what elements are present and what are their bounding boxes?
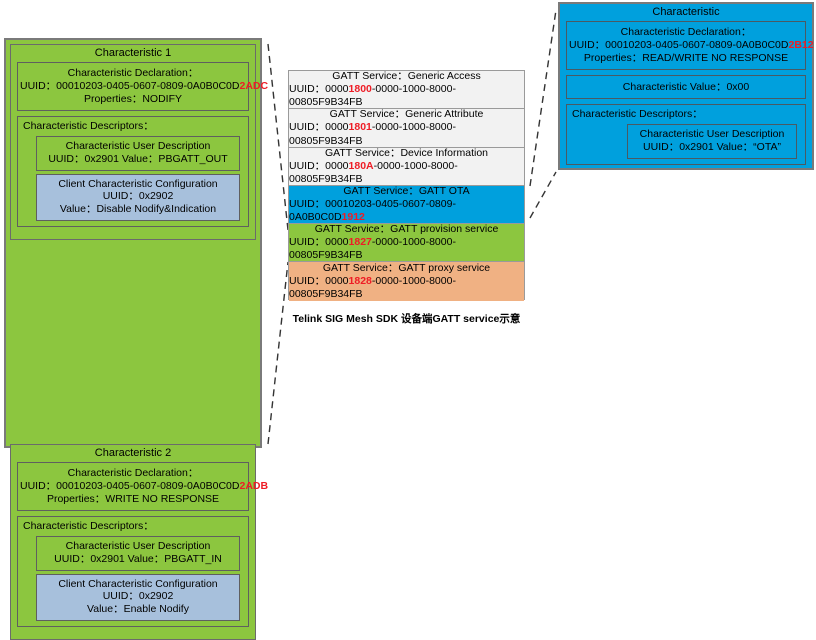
characteristic-1-client-config: Client Characteristic Configuration UUID… [36,173,240,222]
declaration-uuid: UUID：00010203-0405-0607-0809-0A0B0C0D2AD… [20,479,269,492]
user-description-uuid-value: UUID：0x2901 Value：PBGATT_IN [54,552,222,565]
uuid-suffix: -0000-1000-8000-00805F9B34FB [289,159,458,185]
characteristic-2-descriptors: Characteristic Descriptors： Characterist… [17,516,249,628]
characteristic-2-title: Characteristic 2 [94,447,172,459]
descriptors-label: Characteristic Descriptors： [23,520,154,533]
declaration-heading: Characteristic Declaration： [620,26,752,38]
descriptors-label: Characteristic Descriptors： [23,120,154,133]
client-config-title: Client Characteristic Configuration [58,177,218,190]
service-uuid: UUID：0000180A-0000-1000-8000-00805F9B34F… [289,160,524,186]
uuid-prefix: UUID：0000 [289,159,349,172]
user-description-title: Characteristic User Description [65,540,211,553]
service-uuid: UUID：00001801-0000-1000-8000-00805F9B34F… [289,121,524,147]
uuid-highlight: 1800 [348,83,372,96]
characteristic-2-user-description: Characteristic User Description UUID：0x2… [36,536,240,571]
right-descriptors: Characteristic Descriptors： Characterist… [566,104,806,165]
uuid-suffix: -0000-1000-8000-00805F9B34FB [289,275,456,301]
uuid-highlight: 2B12 [788,38,814,51]
client-config-title: Client Characteristic Configuration [58,577,218,590]
uuid-highlight: 1801 [348,121,372,134]
declaration-properties: Properties：NODIFY [83,92,183,105]
uuid-suffix: -0000-1000-8000-00805F9B34FB [289,236,456,262]
uuid-prefix: UUID：0000 [289,121,349,134]
declaration-properties: Properties：READ/WRITE NO RESPONSE [583,51,789,64]
client-config-value: Value：Disable Nodify&Indication [59,203,217,216]
right-characteristic-title: Characteristic [652,6,720,18]
declaration-heading: Characteristic Declaration： [67,67,199,80]
declaration-properties: Properties：WRITE NO RESPONSE [46,492,220,505]
service-uuid: UUID：00001828-0000-1000-8000-00805F9B34F… [289,275,524,301]
uuid-highlight: 1912 [341,211,365,224]
service-name: GATT Service：GATT provision service [314,223,499,236]
descriptors-label: Characteristic Descriptors： [572,108,703,121]
left-characteristics-container: Characteristic 1 Characteristic Declarat… [4,38,269,640]
declaration-heading: Characteristic Declaration： [67,467,199,480]
uuid-prefix: UUID：0000 [289,275,349,288]
service-uuid: UUID：00010203-0405-0607-0809-0A0B0C0D191… [289,198,524,224]
service-name: GATT Service：Generic Attribute [329,108,484,121]
characteristic-2-declaration: Characteristic Declaration： UUID：0001020… [17,462,269,512]
uuid-prefix: UUID：0000 [289,236,349,249]
characteristic-1-declaration: Characteristic Declaration： UUID：0001020… [17,62,269,112]
client-config-uuid: UUID：0x2902 [102,190,174,203]
uuid-highlight: 2ADB [239,479,269,492]
characteristic-1-group: Characteristic 1 Characteristic Declarat… [10,44,269,240]
user-description-uuid-value: UUID：0x2901 Value：“OTA” [643,140,781,153]
service-name: GATT Service：GATT proxy service [322,261,491,274]
service-uuid: UUID：00001827-0000-1000-8000-00805F9B34F… [289,236,524,262]
declaration-uuid: UUID：00010203-0405-0607-0809-0A0B0C0D2AD… [20,79,269,92]
characteristic-1-descriptors: Characteristic Descriptors： Characterist… [17,116,249,228]
uuid-highlight: 1828 [348,275,372,288]
right-characteristic-value: Characteristic Value：0x00 [566,75,806,100]
characteristic-1-user-description: Characteristic User Description UUID：0x2… [36,136,240,171]
right-characteristic-container: Characteristic Characteristic Declaratio… [558,2,814,170]
uuid-highlight: 180A [348,159,374,172]
service-uuid: UUID：00001800-0000-1000-8000-00805F9B34F… [289,83,524,109]
service-name: GATT Service：Generic Access [332,69,481,82]
user-description-title: Characteristic User Description [639,127,785,140]
uuid-prefix: UUID：00010203-0405-0607-0809-0A0B0C0D [289,197,456,224]
user-description-uuid-value: UUID：0x2901 Value：PBGATT_OUT [48,152,228,165]
characteristic-2-group: Characteristic 2 Characteristic Declarat… [10,444,269,640]
uuid-highlight: 1827 [348,236,372,249]
client-config-value: Value：Enable Nodify [87,603,189,616]
service-name: GATT Service：Device Information [325,146,488,159]
user-description-title: Characteristic User Description [65,140,211,153]
uuid-suffix: -0000-1000-8000-00805F9B34FB [289,121,456,147]
uuid-prefix: UUID：0000 [289,83,349,96]
characteristic-1-title: Characteristic 1 [94,47,172,59]
declaration-uuid: UUID：00010203-0405-0607-0809-0A0B0C0D2B1… [569,38,814,51]
right-declaration: Characteristic Declaration： UUID：0001020… [566,21,814,71]
client-config-uuid: UUID：0x2902 [102,590,174,603]
uuid-highlight: 2ADC [239,79,269,92]
diagram-caption: Telink SIG Mesh SDK 设备端GATT service示意 [292,313,521,325]
characteristic-2-client-config: Client Characteristic Configuration UUID… [36,573,240,622]
service-name: GATT Service：GATT OTA [343,184,470,197]
right-user-description: Characteristic User Description UUID：0x2… [627,123,797,159]
uuid-suffix: -0000-1000-8000-00805F9B34FB [289,83,456,109]
